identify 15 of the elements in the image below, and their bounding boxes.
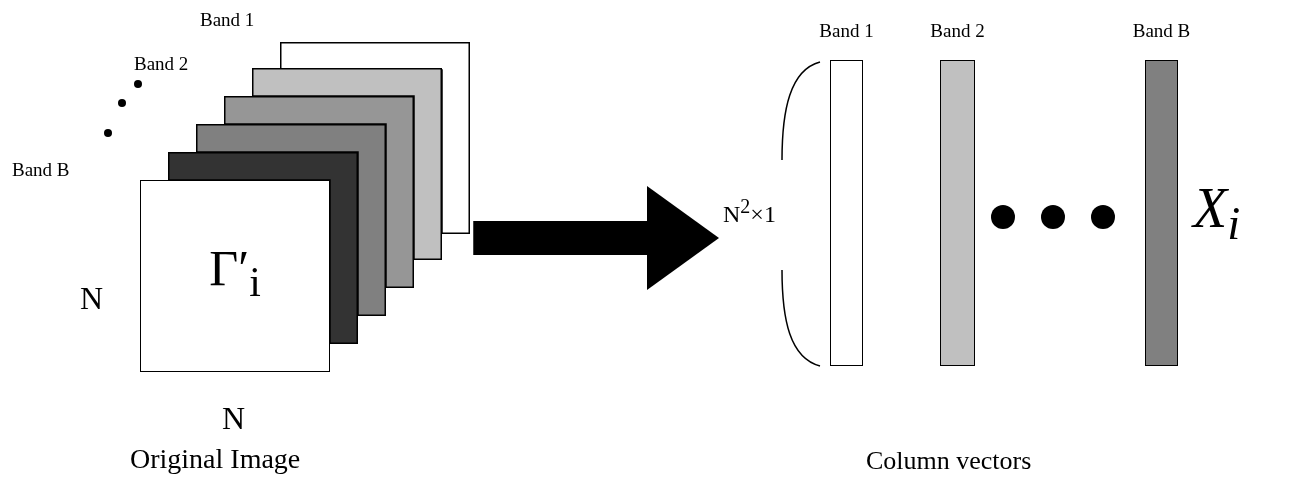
band-label: Band 1 (200, 10, 255, 29)
dimension-label: N$^{2}$×1 (723, 196, 776, 226)
band-label: Band 1 (819, 21, 874, 40)
group-label: Column vectors (866, 448, 1032, 474)
vector-symbol: X$_{i}$ (1193, 180, 1241, 247)
band-label: Band 2 (134, 54, 189, 73)
dimension-label: N (222, 402, 246, 434)
image-square (140, 180, 330, 372)
block-arrow (473, 186, 719, 290)
image-symbol: Γ′$_{i}$ (209, 242, 261, 304)
group-label: Original Image (130, 445, 301, 473)
band-label: Band B (12, 160, 70, 179)
band-label: Band B (1132, 21, 1191, 40)
band-label: Band 2 (930, 21, 985, 40)
dimension-label: N (80, 282, 104, 314)
